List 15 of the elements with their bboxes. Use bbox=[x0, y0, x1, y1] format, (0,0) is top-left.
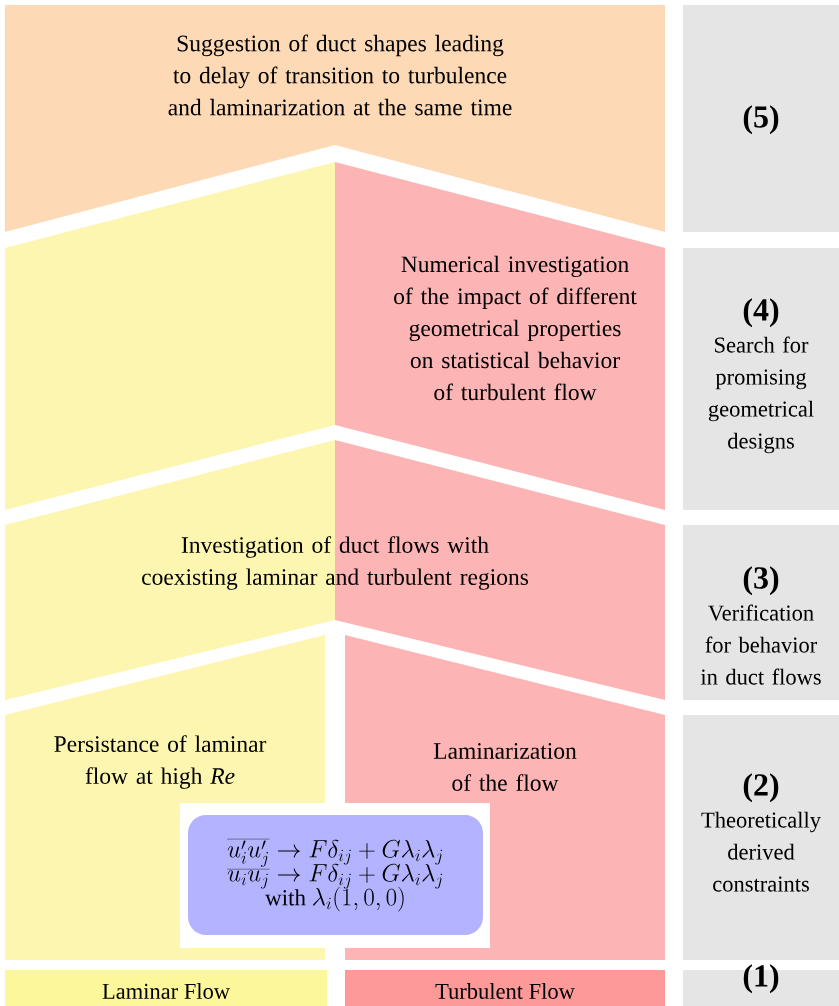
step-panel: (3) Verification for behavior in duct flows bbox=[683, 525, 839, 700]
step-panel: (4) Search for promising geometrical designs bbox=[683, 248, 839, 510]
stage-band: Numerical investigation of the impact of different geometrical properties on statistical behavior of turbulent flow bbox=[335, 162, 665, 510]
node-label: Persistance of laminar flow at high Re bbox=[54, 735, 267, 789]
flow-type-box: Turbulent Flow bbox=[345, 970, 665, 1006]
node-label: Numerical investigation of the impact of different geometrical properties on statistical behavior of turbulent flow bbox=[394, 255, 637, 401]
step-panel: (1) bbox=[683, 964, 839, 1006]
node-label: Laminarization of the flow bbox=[433, 743, 577, 791]
formula-box: $\overline{u'_i u'_j} \rightarrow F\delta_{ij} + G\lambda_i\lambda_j$ $\overline{u_i u_j} \rightarrow F\delta_{ij} + G\lambda_i\lambda_j$ $\mathrm{with}\ \lambda_i(1,0,0)$ bbox=[180, 803, 490, 948]
flow-type-box: Laminar Flow bbox=[5, 970, 327, 1006]
stage-band bbox=[5, 162, 335, 510]
stage-band: Suggestion of duct shapes leading to delay of transition to turbulence and laminarization at the same time bbox=[5, 5, 665, 232]
step-panel: (5) bbox=[683, 5, 839, 232]
step-panel: (2) Theoretically derived constraints bbox=[683, 715, 839, 960]
stage-band: Investigation of duct flows with coexisting laminar and turbulent regions bbox=[5, 440, 665, 700]
